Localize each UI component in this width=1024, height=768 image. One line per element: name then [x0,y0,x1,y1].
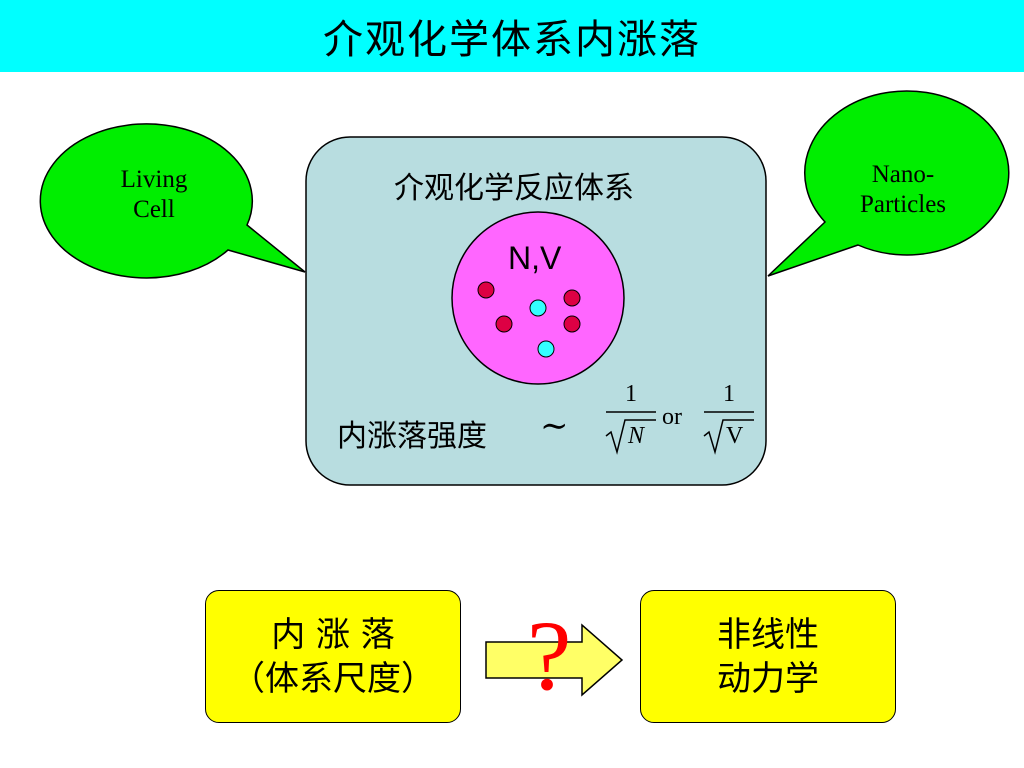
page-title: 介观化学体系内涨落 [323,17,701,63]
denominator: N [628,423,645,449]
box-line: （体系尺度） [231,658,435,699]
nano-particles-label: Nano- Particles [838,160,968,220]
left-speech-bubble [39,123,306,279]
sqrt-sign [703,419,754,455]
formula-label: 内涨落强度 [337,419,487,454]
bubble-line: Particles [859,191,947,218]
bubble-line: Cell [133,196,175,223]
red-particle [563,315,581,333]
bubble-line: Nano- [871,161,935,188]
right-speech-bubble [767,90,1010,277]
bubble-line: Living [120,166,188,193]
box-line: 非线性 [717,614,819,655]
or-text: or [662,404,682,430]
living-cell-label: Living Cell [104,165,204,225]
system-circle [451,211,625,385]
box-heading: 介观化学反应体系 [394,171,634,206]
numerator: 1 [723,381,735,407]
circle-label: N,V [508,240,562,276]
nonlinear-dynamics-box: 非线性 动力学 [640,590,896,723]
box-line: 动力学 [717,658,819,699]
right-arrow [485,623,624,697]
red-particle [477,281,495,299]
red-particle [563,289,581,307]
numerator: 1 [625,381,637,407]
cyan-particle [537,340,555,358]
sqrt-sign [605,419,656,455]
question-mark: ? [527,600,572,711]
box-line: 内 涨 落 [271,614,395,655]
title-bar: 介观化学体系内涨落 [0,0,1024,72]
red-particle [495,315,513,333]
tilde-symbol: ∼ [540,406,569,446]
internal-fluctuation-box: 内 涨 落 （体系尺度） [205,590,461,723]
cyan-particle [529,299,547,317]
denominator: V [726,423,744,449]
